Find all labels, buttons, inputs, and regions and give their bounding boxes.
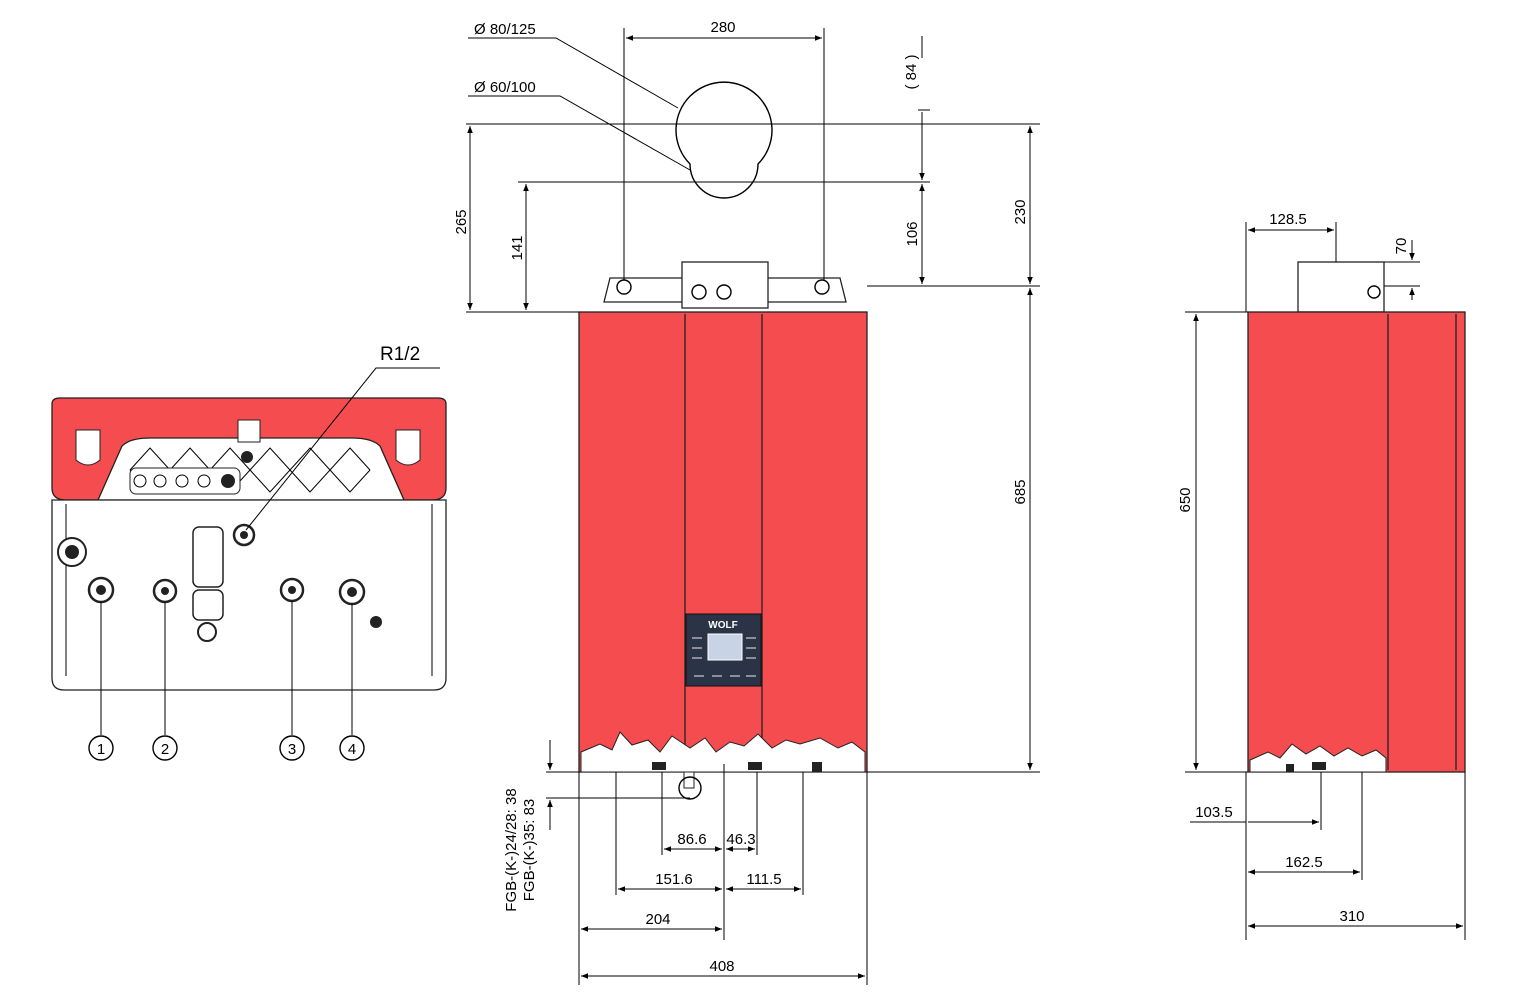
control-panel: WOLF xyxy=(685,613,762,687)
fgb-label-2: FGB-(K-)35: 83 xyxy=(521,799,538,902)
dim-106: 106 xyxy=(904,221,921,246)
dim-685: 685 xyxy=(1012,479,1029,504)
dim-84: ( 84 ) xyxy=(903,54,920,89)
connection-2-label: 2 xyxy=(161,741,169,758)
front-view: WOLF xyxy=(453,19,1040,985)
side-casing xyxy=(1247,311,1466,773)
connection-markers: 1 2 3 4 xyxy=(88,735,365,761)
mounting-bracket xyxy=(603,261,847,309)
side-cutaway xyxy=(1249,743,1387,773)
r12-label: R1/2 xyxy=(380,344,420,365)
dim-310: 310 xyxy=(1339,908,1364,925)
brand-logo: WOLF xyxy=(708,620,737,631)
front-casing xyxy=(578,311,868,773)
dim-141: 141 xyxy=(509,235,526,260)
front-connectors xyxy=(652,762,822,800)
connection-4-label: 4 xyxy=(348,741,356,758)
dim-650: 650 xyxy=(1177,487,1194,512)
bottom-view: 1 2 3 4 R1/2 xyxy=(51,344,447,761)
connection-3-label: 3 xyxy=(288,741,296,758)
fgb-label-1: FGB-(K-)24/28: 38 xyxy=(503,788,520,911)
side-view: 128.5 70 650 103.5 162.5 310 xyxy=(1177,211,1466,940)
dim-86-6: 86.6 xyxy=(677,831,706,848)
dim-70: 70 xyxy=(1393,238,1410,255)
bottom-view-handles xyxy=(75,419,421,466)
dim-111-5: 111.5 xyxy=(746,871,781,888)
label-flue-100: Ø 60/100 xyxy=(474,79,536,96)
bottom-view-base xyxy=(51,499,447,691)
dim-265: 265 xyxy=(453,209,470,234)
bottom-view-terminals xyxy=(129,467,241,495)
dim-128-5: 128.5 xyxy=(1269,211,1307,228)
dim-408: 408 xyxy=(709,958,734,975)
dim-103-5: 103.5 xyxy=(1195,804,1233,821)
dim-151-6: 151.6 xyxy=(655,871,693,888)
dim-204: 204 xyxy=(645,911,670,928)
label-flue-125: Ø 80/125 xyxy=(474,21,536,38)
dim-46-3: 46.3 xyxy=(726,831,755,848)
dim-230: 230 xyxy=(1012,199,1029,224)
flue-outline xyxy=(675,81,773,199)
dim-162-5: 162.5 xyxy=(1285,854,1323,871)
connection-1-label: 1 xyxy=(97,741,105,758)
dim-280: 280 xyxy=(710,19,735,36)
